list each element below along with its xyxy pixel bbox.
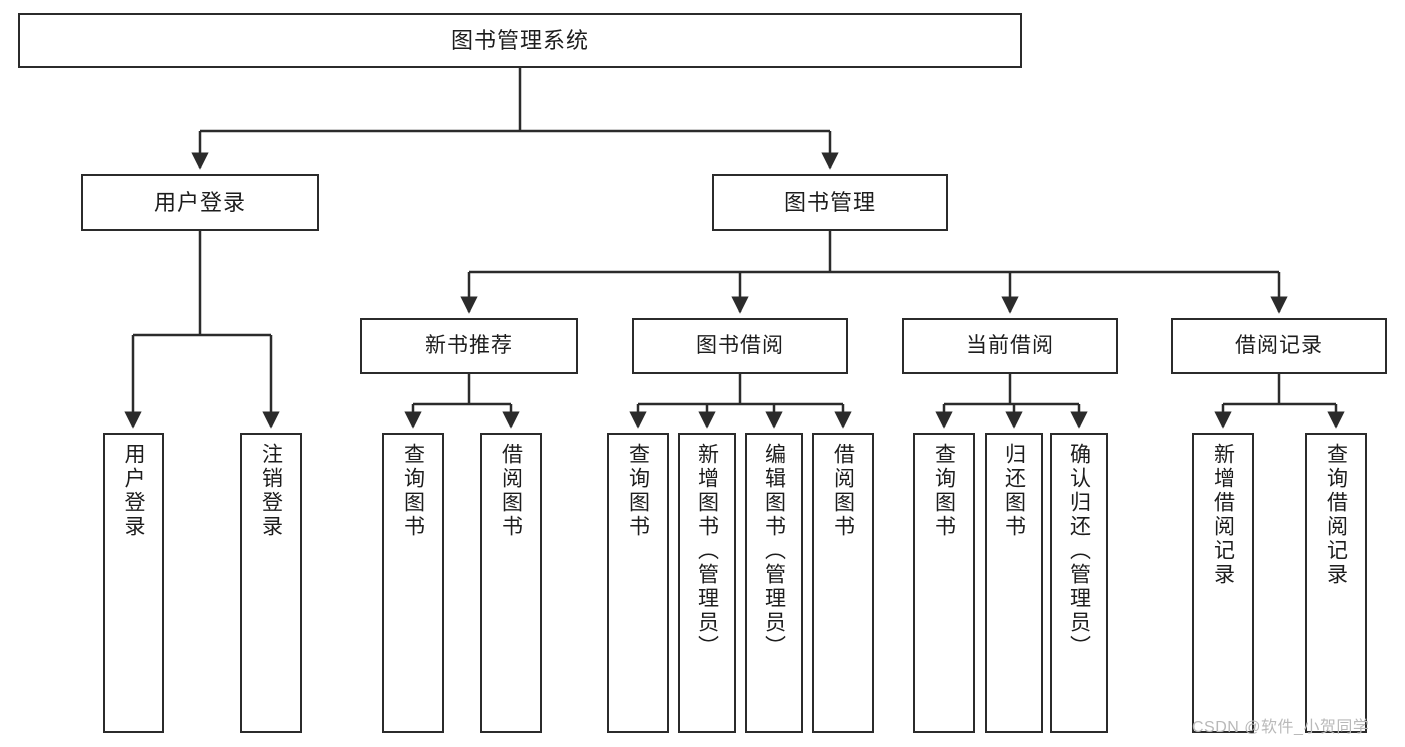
node-user-login-label: 用户登录 — [153, 189, 246, 215]
node-leaf-brw-query[interactable]: 查询图书 — [607, 433, 669, 733]
node-borrow-record-label: 借阅记录 — [1235, 333, 1323, 357]
node-leaf-cur-return[interactable]: 归还图书 — [985, 433, 1043, 733]
node-leaf-rec-borrow-label: 借阅图书 — [499, 443, 523, 539]
node-book-manage-label: 图书管理 — [783, 189, 876, 215]
node-leaf-cur-confirm[interactable]: 确认归还（管理员） — [1050, 433, 1108, 733]
node-leaf-rec-borrow[interactable]: 借阅图书 — [480, 433, 542, 733]
node-leaf-record-search[interactable]: 查询借阅记录 — [1305, 433, 1367, 733]
node-leaf-record-add[interactable]: 新增借阅记录 — [1192, 433, 1254, 733]
node-leaf-record-add-label: 新增借阅记录 — [1211, 443, 1235, 587]
node-new-book-rec-label: 新书推荐 — [425, 333, 513, 357]
node-current-borrow-label: 当前借阅 — [966, 333, 1054, 357]
node-leaf-user-login-label: 用户登录 — [122, 443, 145, 539]
node-leaf-brw-borrow-label: 借阅图书 — [831, 443, 855, 539]
node-leaf-brw-edit[interactable]: 编辑图书（管理员） — [745, 433, 803, 733]
node-root-label: 图书管理系统 — [450, 27, 589, 53]
node-leaf-cur-query[interactable]: 查询图书 — [913, 433, 975, 733]
node-leaf-rec-query-label: 查询图书 — [401, 443, 425, 539]
node-borrow-record[interactable]: 借阅记录 — [1171, 318, 1387, 374]
node-leaf-user-logout-label: 注销登录 — [259, 443, 283, 539]
node-book-manage[interactable]: 图书管理 — [712, 174, 948, 231]
node-leaf-cur-confirm-label: 确认归还（管理员） — [1067, 443, 1091, 659]
node-book-borrow-label: 图书借阅 — [696, 333, 784, 357]
node-leaf-user-login[interactable]: 用户登录 — [103, 433, 164, 733]
watermark-text: CSDN @软件_小贺同学 — [1192, 719, 1370, 736]
node-new-book-rec[interactable]: 新书推荐 — [360, 318, 578, 374]
node-book-borrow[interactable]: 图书借阅 — [632, 318, 848, 374]
node-leaf-brw-edit-label: 编辑图书（管理员） — [762, 443, 786, 659]
node-leaf-cur-return-label: 归还图书 — [1002, 443, 1026, 539]
node-leaf-brw-borrow[interactable]: 借阅图书 — [812, 433, 874, 733]
node-current-borrow[interactable]: 当前借阅 — [902, 318, 1118, 374]
node-leaf-cur-query-label: 查询图书 — [932, 443, 956, 539]
node-root[interactable]: 图书管理系统 — [18, 13, 1022, 68]
node-leaf-brw-add[interactable]: 新增图书（管理员） — [678, 433, 736, 733]
node-leaf-user-logout[interactable]: 注销登录 — [240, 433, 302, 733]
node-leaf-record-search-label: 查询借阅记录 — [1324, 443, 1348, 587]
node-leaf-brw-query-label: 查询图书 — [626, 443, 650, 539]
node-leaf-rec-query[interactable]: 查询图书 — [382, 433, 444, 733]
node-leaf-brw-add-label: 新增图书（管理员） — [695, 443, 719, 659]
node-user-login[interactable]: 用户登录 — [81, 174, 319, 231]
